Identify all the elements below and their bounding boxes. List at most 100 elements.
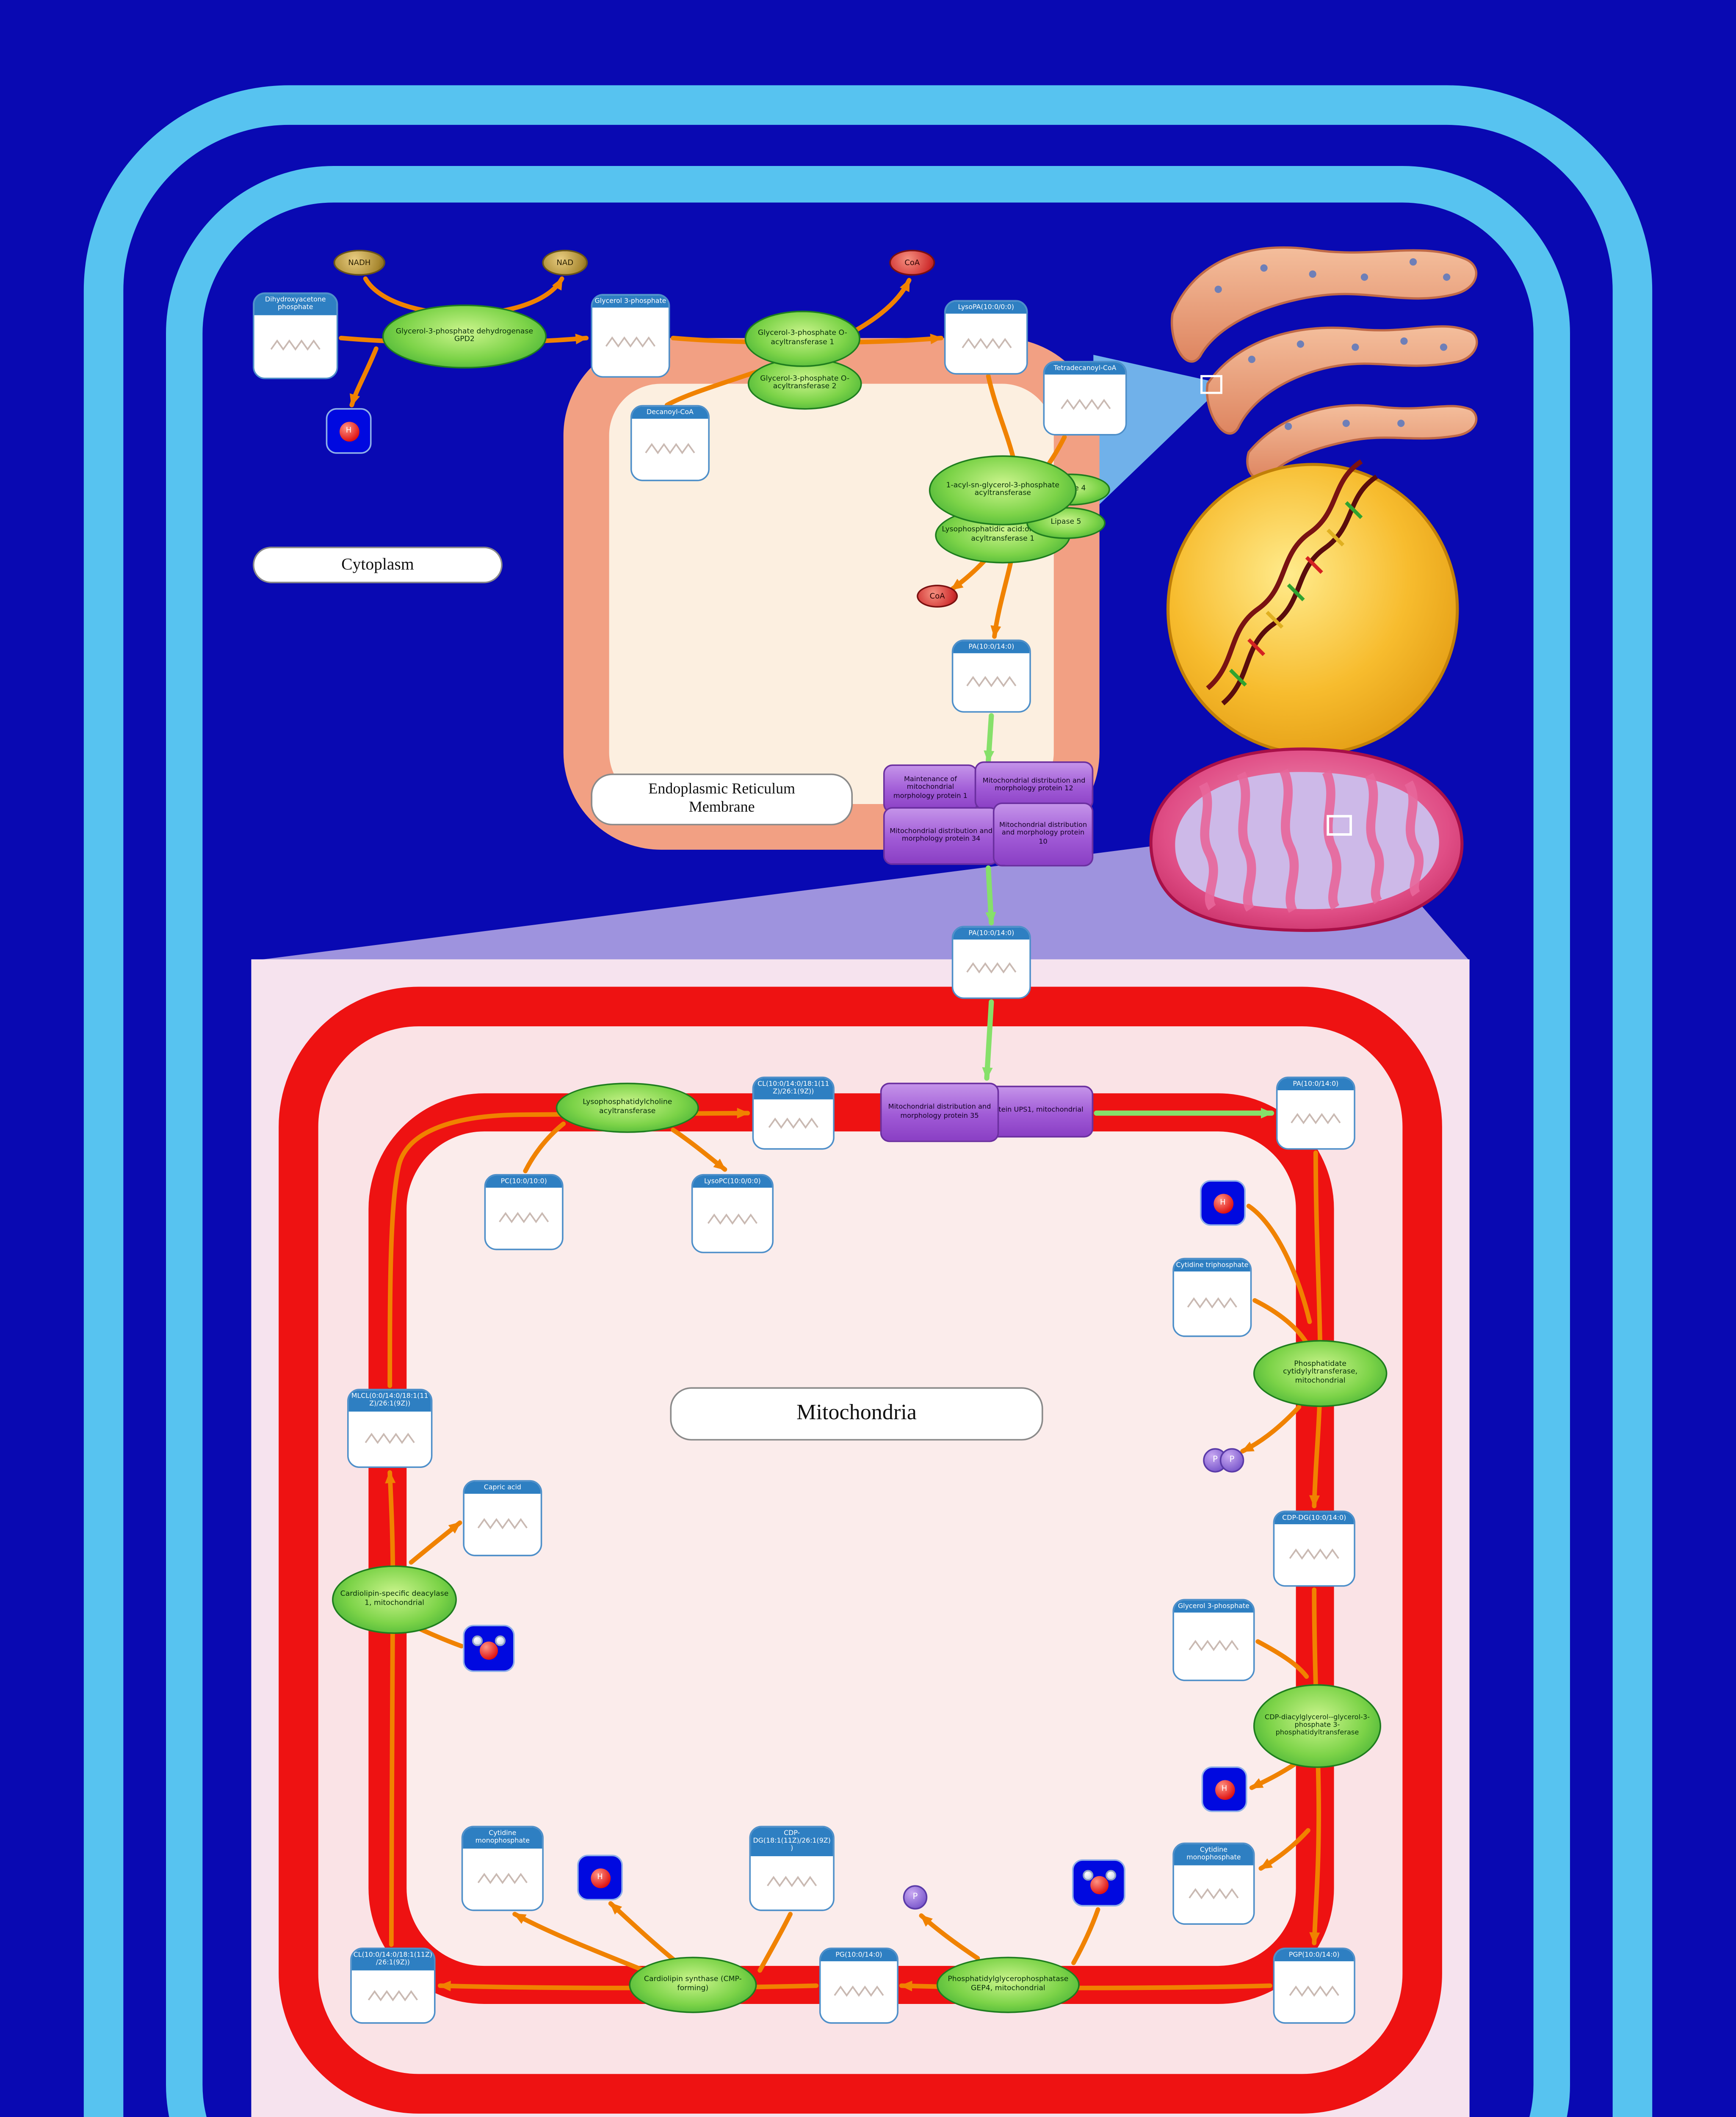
water-molecule[interactable]: [463, 1625, 515, 1672]
metabolite-mlcl[interactable]: MLCL(0:0/14:0/18:1(11Z)/26:1(9Z)): [347, 1389, 433, 1468]
metabolite-dihydroxyacetone-phosphate[interactable]: Dihydroxyacetone phosphate: [253, 292, 338, 379]
protein-mdm34[interactable]: Mitochondrial distribution and morpholog…: [883, 807, 999, 865]
arrow-g3p-in: [1255, 1639, 1309, 1679]
molecule-structure-icon: [1274, 1962, 1354, 2023]
molecule-structure-icon: [463, 1848, 542, 1910]
arrow-ppi-out: [1240, 1404, 1302, 1454]
protein-mmm1[interactable]: Maintenance of mitochondrial morphology …: [883, 764, 978, 813]
metabolite-glycerol-3-phosphate[interactable]: Glycerol 3-phosphate: [591, 294, 670, 378]
metabolite-glycerol-3-phosphate-mito[interactable]: Glycerol 3-phosphate: [1172, 1599, 1255, 1681]
metabolite-cl-top[interactable]: CL(10:0/14:0/18:1(11Z)/26:1(9Z)): [752, 1076, 835, 1150]
arrow-pi-out: [919, 1913, 980, 1961]
metabolite-label: MLCL(0:0/14:0/18:1(11Z)/26:1(9Z)): [348, 1390, 431, 1411]
cofactor-coa[interactable]: CoA: [917, 585, 958, 608]
metabolite-tetradecanoyl-coa[interactable]: Tetradecanoyl-CoA: [1043, 361, 1127, 436]
molecule-structure-icon: [754, 1099, 833, 1148]
hydrogen-atom-icon: H: [1213, 1193, 1233, 1213]
compartment-label-mitochondria: Mitochondria: [670, 1387, 1043, 1441]
enzyme-gpd2[interactable]: Glycerol-3-phosphate dehydrogenase GPD2: [382, 304, 547, 369]
protein-mdm35[interactable]: Mitochondrial distribution and morpholog…: [880, 1083, 999, 1142]
metabolite-pgp[interactable]: PGP(10:0/14:0): [1273, 1947, 1355, 2024]
arrow-h2o-in-gep4: [1071, 1907, 1100, 1965]
molecule-structure-icon: [1274, 1525, 1354, 1585]
metabolite-pa-intermembrane[interactable]: PA(10:0/14:0): [951, 926, 1031, 999]
arrow-pa-to-ups1: [982, 999, 994, 1081]
metabolite-capric-acid[interactable]: Capric acid: [463, 1480, 542, 1556]
molecule-structure-icon: [953, 654, 1030, 711]
metabolite-cdp-dg-2[interactable]: CDP-DG(18:1(11Z)/26:1(9Z)): [749, 1826, 835, 1911]
metabolite-cmp-right[interactable]: Cytidine monophosphate: [1172, 1842, 1255, 1925]
molecule-structure-icon: [693, 1188, 772, 1252]
arrow-h-in: [1246, 1204, 1312, 1324]
molecule-structure-icon: [1277, 1091, 1354, 1148]
molecule-structure-icon: [1174, 1613, 1253, 1680]
oxygen-atom-icon: [479, 1642, 498, 1660]
metabolite-label: PG(10:0/14:0): [821, 1949, 897, 1962]
molecule-structure-icon: [821, 1962, 897, 2023]
cofactor-nadh[interactable]: NADH: [333, 249, 385, 276]
phosphate-atom-icon: P: [1219, 1448, 1244, 1473]
molecule-structure-icon: [1174, 1272, 1250, 1336]
er-zoom-marker: [1200, 375, 1222, 394]
metabolite-label: Dihydroxyacetone phosphate: [254, 294, 337, 315]
metabolite-decanoyl-coa[interactable]: Decanoyl-CoA: [630, 405, 710, 481]
hydrogen-ion[interactable]: H: [1200, 1180, 1246, 1226]
mitochondria-zoom-marker: [1327, 815, 1352, 836]
enzyme-crls1[interactable]: Cardiolipin synthase (CMP-forming): [629, 1957, 757, 2013]
molecule-structure-icon: [348, 1411, 431, 1467]
metabolite-label: Glycerol 3-phosphate: [592, 295, 669, 308]
metabolite-cdp-dg-1[interactable]: CDP-DG(10:0/14:0): [1273, 1510, 1355, 1587]
molecule-structure-icon: [351, 1970, 434, 2023]
arrow-h-out: [349, 346, 379, 408]
metabolite-cl-bottom[interactable]: CL(10:0/14:0/18:1(11Z)/26:1(9Z)): [350, 1947, 436, 2024]
mitochondrion-illustration: [1149, 747, 1464, 932]
metabolite-pg[interactable]: PG(10:0/14:0): [819, 1947, 898, 2024]
water-molecule-icon: [1082, 1870, 1116, 1896]
arrow-capric-out: [409, 1520, 462, 1565]
hydrogen-ion[interactable]: H: [577, 1854, 623, 1901]
hydrogen-atom-icon: [472, 1635, 483, 1646]
arrow-cdpdg2-in: [757, 1912, 793, 1973]
cofactor-coa[interactable]: CoA: [889, 249, 935, 276]
arrow-cmp-out-right: [1258, 1828, 1310, 1871]
metabolite-label: Glycerol 3-phosphate: [1174, 1600, 1253, 1614]
enzyme-agpat[interactable]: 1-acyl-sn-glycerol-3-phosphate acyltrans…: [929, 455, 1077, 525]
metabolite-lysopc[interactable]: LysoPC(10:0/0:0): [691, 1174, 774, 1253]
metabolite-label: LysoPC(10:0/0:0): [693, 1175, 772, 1188]
oxygen-atom-icon: [1089, 1876, 1108, 1895]
metabolite-label: PGP(10:0/14:0): [1274, 1949, 1354, 1962]
metabolite-label: Cytidine monophosphate: [1174, 1844, 1253, 1865]
metabolite-lysopa[interactable]: LysoPA(10:0/0:0): [944, 300, 1028, 375]
metabolite-pa-er[interactable]: PA(10:0/14:0): [951, 639, 1031, 713]
metabolite-label: PA(10:0/14:0): [953, 641, 1030, 654]
metabolite-label: PA(10:0/14:0): [1277, 1078, 1354, 1091]
water-molecule[interactable]: [1072, 1859, 1125, 1907]
protein-mdm12[interactable]: Mitochondrial distribution and morpholog…: [974, 761, 1094, 810]
pyrophosphate-ion[interactable]: P P: [1203, 1448, 1244, 1473]
metabolite-cmp-left[interactable]: Cytidine monophosphate: [461, 1826, 544, 1911]
metabolite-label: Decanoyl-CoA: [632, 406, 708, 420]
arrow-pa-to-ermes: [984, 713, 995, 764]
hydrogen-atom-icon: H: [339, 421, 359, 441]
metabolite-label: CDP-DG(10:0/14:0): [1274, 1512, 1354, 1525]
phosphate-ion[interactable]: P: [903, 1885, 928, 1910]
enzyme-gpat1[interactable]: Glycerol-3-phosphate O-acyltransferase 1: [744, 310, 861, 367]
enzyme-gep4[interactable]: Phosphatidylglycerophosphatase GEP4, mit…: [936, 1957, 1080, 2013]
enzyme-lpcat[interactable]: Lysophosphatidylcholine acyltransferase: [556, 1083, 699, 1133]
enzyme-pgs1[interactable]: CDP-diacylglycerol--glycerol-3-phosphate…: [1253, 1684, 1382, 1768]
hydrogen-ion[interactable]: H: [326, 408, 372, 454]
metabolite-label: PC(10:0/10:0): [486, 1175, 562, 1188]
protein-mdm10[interactable]: Mitochondrial distribution and morpholog…: [992, 802, 1094, 867]
metabolite-ctp[interactable]: Cytidine triphosphate: [1172, 1257, 1252, 1337]
enzyme-cld1[interactable]: Cardiolipin-specific deacylase 1, mitoch…: [332, 1565, 457, 1634]
arrow-pa-to-cdpdg: [1309, 1150, 1323, 1509]
hydrogen-atom-icon: [1105, 1870, 1116, 1881]
hydrogen-ion[interactable]: H: [1201, 1766, 1247, 1812]
water-molecule-icon: [472, 1635, 506, 1661]
arrow-cdpdg-to-pgp: [1309, 1587, 1321, 1946]
enzyme-tamm41[interactable]: Phosphatidate cytidylyltransferase, mito…: [1253, 1340, 1388, 1407]
metabolite-pc[interactable]: PC(10:0/10:0): [484, 1174, 564, 1250]
cell-membrane-outer: [83, 85, 1653, 2117]
cofactor-nad[interactable]: NAD: [542, 249, 588, 276]
metabolite-pa-mito[interactable]: PA(10:0/14:0): [1276, 1076, 1355, 1150]
